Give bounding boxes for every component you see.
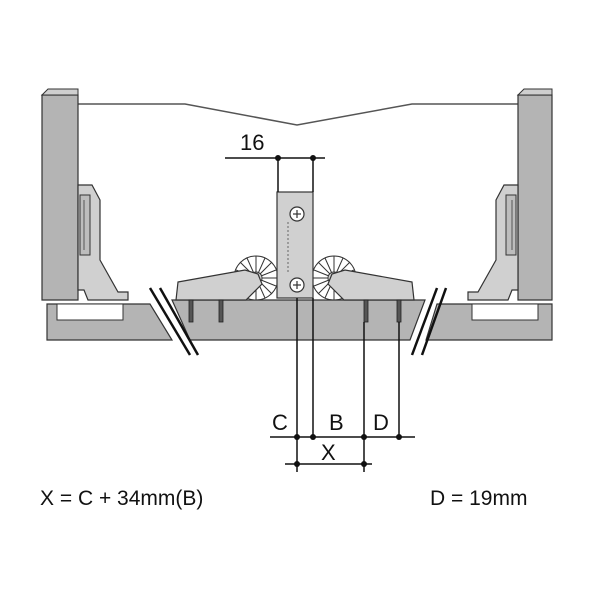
dimension-16-label: 16 (240, 130, 264, 155)
right-door-panel (425, 303, 553, 341)
cabinet-top-outline (78, 103, 518, 126)
formula-d: D = 19mm (430, 487, 527, 510)
plate-screw-icon (289, 206, 305, 222)
center-door-panel (171, 299, 426, 341)
right-side-hinge (467, 184, 519, 301)
left-door-panel (46, 303, 174, 341)
door-screws (188, 299, 402, 323)
dimension-dots (275, 155, 402, 467)
dimension-b-label: B (329, 410, 344, 435)
formula-x: X = C + 34mm(B) (40, 487, 203, 510)
break-marks (148, 287, 448, 356)
right-side-panel (516, 88, 553, 301)
left-hinge-arm (175, 269, 263, 301)
left-side-hinge (77, 184, 129, 301)
dimension-x-label: X (321, 440, 336, 465)
dimension-d-label: D (373, 410, 389, 435)
plate-screw-icon (289, 277, 305, 293)
dimension-c-label: C (272, 410, 288, 435)
right-hinge-arm (327, 269, 415, 301)
left-side-panel (40, 88, 79, 301)
center-hinge-assembly (175, 191, 415, 323)
